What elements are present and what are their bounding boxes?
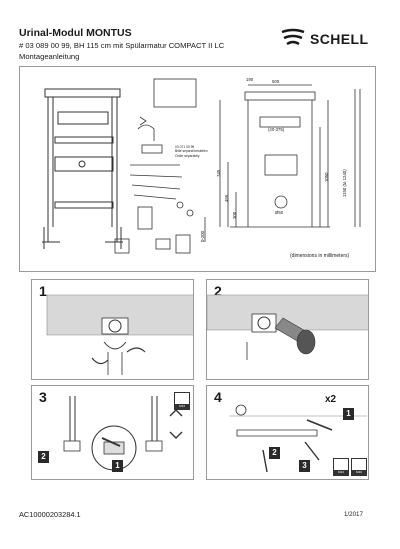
dimensioned-elevation-drawing <box>204 84 361 242</box>
callout-badge: 1 <box>343 408 354 420</box>
callout-badge: 2 <box>269 447 280 459</box>
step-number: 2 <box>214 283 222 299</box>
quantity-multiplier: x2 <box>325 394 337 405</box>
brand-name: SCHELL <box>310 31 369 47</box>
article-note: 03 071 00 99 Bitte separat bestellen Ord… <box>175 145 208 158</box>
step-number: 1 <box>39 283 47 299</box>
wrench-icon: M16 <box>351 458 367 476</box>
step-4-panel: 4 x2 1 2 3 M13 M16 <box>206 385 369 480</box>
schell-wave-logo-icon <box>281 28 305 46</box>
pipe-plug-drawing <box>274 317 316 355</box>
dim-495: 495 <box>224 194 229 202</box>
tool-size: M13 <box>175 404 189 409</box>
step-4-drawing <box>229 404 367 473</box>
callout-badge: 3 <box>299 460 310 472</box>
tool-size: M13 <box>334 470 348 475</box>
dim-depth: 190 <box>246 77 254 82</box>
parts-set-drawing <box>114 78 197 254</box>
step-3-panel: 3 2 1 M13 <box>31 385 194 480</box>
document-code: AC10000203284.1 <box>19 510 81 519</box>
dim-745: 745 <box>216 169 221 177</box>
dimension-unit-note: (dimensions in millimeters) <box>290 253 350 259</box>
article-number: 03 071 00 99 <box>175 145 195 149</box>
schell-logo: SCHELL <box>281 28 376 52</box>
manual-type: Montageanleitung <box>19 52 80 61</box>
dim-span: (40-375) <box>268 127 285 132</box>
overview-drawing <box>42 78 361 254</box>
step-2-panel: 2 <box>206 279 369 380</box>
module-frame-drawing <box>42 88 123 249</box>
document-title: Urinal-Modul MONTUS <box>19 27 132 39</box>
order-note-en: Order separately <box>175 153 200 158</box>
overview-panel: 03 071 00 99 Bitte separat bestellen Ord… <box>19 66 376 272</box>
step-number: 3 <box>39 389 47 405</box>
step-1-drawing <box>46 294 193 375</box>
dim-300: 300 <box>232 211 237 219</box>
step-number: 4 <box>214 389 222 405</box>
dim-width: 500 <box>272 79 280 84</box>
callout-badge: 2 <box>38 451 49 463</box>
dim-diameter: Ø50 <box>275 210 284 215</box>
callout-badge: 1 <box>112 460 123 472</box>
dim-1050: 1050 <box>324 172 329 182</box>
order-note-de: Bitte separat bestellen <box>175 149 208 154</box>
wrench-icon: M13 <box>333 458 349 476</box>
step-1-panel: 1 <box>31 279 194 380</box>
revision-date: 1/2017 <box>344 511 363 518</box>
dim-floor: 0-200 <box>200 231 205 242</box>
tool-size: M16 <box>352 470 366 475</box>
wrench-icon: M13 <box>174 392 190 410</box>
product-subtitle: # 03 089 00 99, BH 115 cm mit Spülarmatu… <box>19 41 225 50</box>
step-2-drawing <box>207 294 368 360</box>
dim-1150: 1150 (to 1240) <box>342 169 347 197</box>
